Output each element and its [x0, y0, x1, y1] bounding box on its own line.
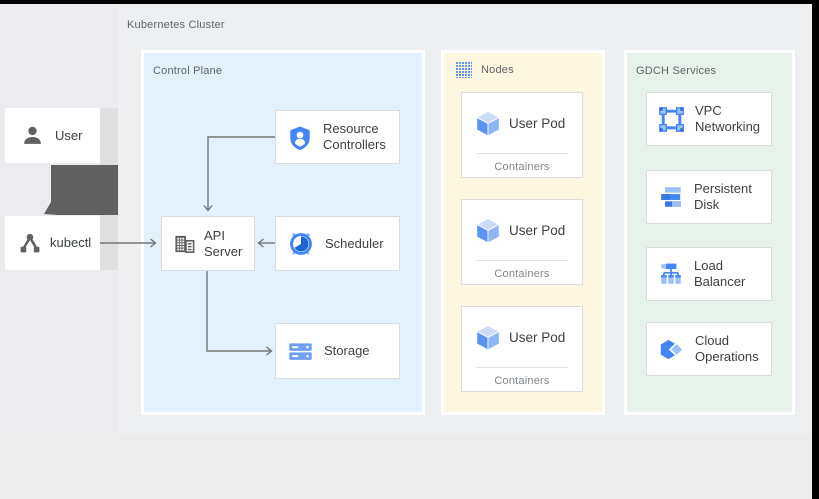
cloud-operations-box: Cloud Operations: [646, 322, 772, 376]
top-border: [0, 0, 819, 4]
cloud-ops-icon: [660, 339, 685, 359]
pod-header: User Pod: [462, 200, 582, 260]
control-plane-label: Control Plane: [153, 65, 223, 77]
storage-label: Storage: [324, 343, 370, 358]
resource-controllers-label: Resource Controllers: [323, 121, 386, 152]
persistent-disk-label: Persistent Disk: [694, 181, 752, 212]
dot-grid-icon: [455, 61, 472, 78]
divider: [476, 367, 568, 368]
right-border: [812, 0, 819, 499]
persistent-disk-box: Persistent Disk: [646, 170, 772, 224]
user-pod-label: User Pod: [509, 222, 566, 238]
divider: [476, 153, 568, 154]
pod-header: User Pod: [462, 93, 582, 153]
gdch-services-label: GDCH Services: [636, 65, 717, 77]
alarm-clock-icon: [290, 232, 312, 255]
user-pod-box: User Pod Containers: [461, 199, 583, 285]
containers-label: Containers: [494, 268, 550, 280]
api-server-label: API Server: [204, 227, 243, 259]
kubectl-icon: [20, 233, 40, 253]
user-pod-label: User Pod: [509, 329, 566, 345]
left-rail-shadow-band: [100, 108, 118, 270]
nodes-header: Nodes: [455, 61, 514, 78]
containers-label: Containers: [494, 375, 550, 387]
cloud-operations-label: Cloud Operations: [695, 333, 759, 364]
vpc-networking-label: VPC Networking: [695, 103, 761, 134]
storage-box: Storage: [275, 323, 400, 379]
vpc-network-icon: [659, 106, 684, 132]
kubernetes-cluster-label: Kubernetes Cluster: [127, 19, 225, 31]
scheduler-label: Scheduler: [325, 235, 384, 251]
user-label: User: [55, 127, 83, 143]
user-pod-box: User Pod Containers: [461, 306, 583, 392]
building-icon: [175, 235, 195, 253]
user-box: User: [5, 108, 100, 163]
kubectl-label: kubectl: [50, 235, 92, 250]
server-stack-icon: [289, 342, 312, 360]
load-balancer-icon: [661, 263, 681, 284]
pod-cube-icon: [476, 111, 500, 137]
pod-header: User Pod: [462, 307, 582, 367]
containers-label: Containers: [494, 161, 550, 173]
user-icon: [24, 126, 41, 144]
scheduler-box: Scheduler: [275, 216, 400, 271]
load-balancer-box: Load Balancer: [646, 247, 772, 301]
kubectl-box: kubectl: [5, 216, 100, 270]
persistent-disk-icon: [661, 187, 681, 207]
user-pod-box: User Pod Containers: [461, 92, 583, 178]
user-pod-label: User Pod: [509, 115, 566, 131]
vpc-networking-box: VPC Networking: [646, 92, 772, 146]
pod-cube-icon: [476, 218, 500, 244]
divider: [476, 260, 568, 261]
pod-cube-icon: [476, 325, 500, 351]
api-server-box: API Server: [161, 216, 255, 271]
resource-controllers-box: Resource Controllers: [275, 110, 400, 164]
nodes-label: Nodes: [481, 63, 514, 76]
load-balancer-label: Load Balancer: [694, 258, 746, 289]
shield-person-icon: [290, 125, 310, 150]
